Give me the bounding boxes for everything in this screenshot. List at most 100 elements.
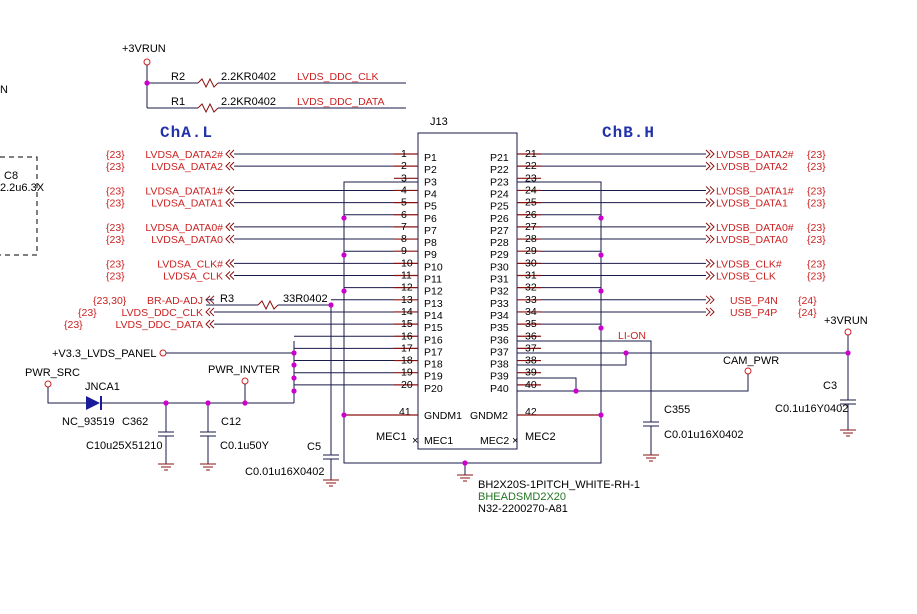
offpage-arrow-icon [705,149,711,159]
pin-name: P20 [424,383,443,395]
gndm2-name: GNDM2 [470,410,508,422]
offpage-arrow-icon [209,307,215,317]
junction-dots [144,80,851,466]
pin-number: 36 [525,330,537,342]
pin-name: P11 [424,274,442,286]
net-name: LVDSA_DATA1 [151,198,223,210]
edge-c8-value: 2.2u6.3X [0,182,45,194]
connector-footprint: BHEADSMD2X20 [478,491,566,503]
pin-number: 22 [525,160,537,172]
pin-number: 18 [401,355,413,367]
c355-value: C0.01u16X0402 [664,429,744,441]
pin-number: 10 [401,257,413,269]
c5-value: C0.01u16X0402 [245,466,325,478]
net-p31: LVDSB_CLK{23} [541,271,826,283]
pin-name: P31 [490,274,509,286]
net-ref: {24} [798,295,817,307]
pin-name: P1 [424,152,437,164]
net-ref: {23} [106,198,125,210]
net-ref: {23} [807,198,826,210]
ground-icon [457,474,473,482]
pin-name: P35 [490,322,509,334]
net-p21: LVDSB_DATA2#{23} [541,149,826,161]
net-ref: {23} [807,149,826,161]
pwr-src-port-icon [44,380,52,388]
pin-number: 5 [401,197,407,209]
junction-dot [291,362,297,368]
left-net-group: LVDSA_DATA2#{23}LVDSA_DATA2{23}LVDSA_DAT… [64,149,394,386]
pin-number: 35 [525,318,537,330]
pin-number: 29 [525,245,537,257]
net-ref: {23} [106,185,125,197]
li-on-label: LI-ON [618,330,646,342]
pin-name: P4 [424,188,437,200]
pin-name: P12 [424,286,443,298]
pin-name: P39 [490,371,509,383]
pin-number: 8 [401,233,407,245]
pin-number: 12 [401,282,413,294]
junction-dot [598,325,604,331]
net-ref: {23} [106,258,125,270]
pin-number: 3 [401,172,407,184]
net-p25: LVDSB_DATA1{23} [541,198,826,210]
net-ref: {24} [798,307,817,319]
junction-dot [598,412,604,418]
pin-name: P22 [490,164,509,176]
pin-number: 13 [401,294,413,306]
net-p34: USB_P4P{24} [541,307,817,319]
pin-name: P34 [490,310,509,322]
offpage-arrow-icon [705,307,711,317]
net-ref: {23} [106,161,125,173]
mec2-outer: MEC2 [525,431,556,443]
pwr-src-label: PWR_SRC [25,367,80,379]
net-ref: {23,30} [93,295,127,307]
mec1-nc-mark: × [412,435,418,447]
pin-name: P13 [424,298,443,310]
pin-name: P24 [490,188,509,200]
pin-name: P26 [490,213,509,225]
pin-name: P16 [424,334,443,346]
net-name: LVDS_DDC_CLK [121,307,203,319]
pin-number: 30 [525,257,537,269]
c355-ref: C355 [664,404,690,416]
ground-icon [840,429,856,437]
resistor-r1-icon [197,102,219,114]
offpage-arrow-icon [705,161,711,171]
junction-dot [205,400,211,406]
net-ref: {23} [807,234,826,246]
pin-number: 7 [401,221,407,233]
pin-name: P2 [424,164,437,176]
junction-dot [328,302,334,308]
pin-name: P5 [424,201,437,213]
net-ref: {23} [106,234,125,246]
net-ref: {23} [807,271,826,283]
c3-value: C0.1u16Y0402 [775,403,848,415]
rail-right-label: +3VRUN [824,315,868,327]
offpage-arrow-icon [229,186,235,195]
panel-power-port-icon [159,349,167,357]
offpage-arrow-icon [705,186,711,195]
right-power-wiring: LI-ON C355 C0.01u16X0402 +3VRUN C3 C0.1u… [517,315,868,455]
pin-number: 11 [401,270,412,282]
ground-icon [158,463,174,471]
pin-number: 32 [525,282,537,294]
connector-pn: N32-2200270-A81 [478,503,568,515]
net-p1: LVDSA_DATA2#{23} [106,149,394,161]
pin-number: 39 [525,367,537,379]
pin-name: P14 [424,310,443,322]
pin-number: 25 [525,197,537,209]
pin-number: 21 [525,148,537,160]
edge-fragment-top: N [0,84,8,96]
net-p27: LVDSB_DATA0#{23} [541,222,826,234]
net-ref: {23} [64,319,83,331]
pin-name: P3 [424,176,437,188]
edge-c8-ref: C8 [4,170,18,182]
r2-ref: R2 [171,71,185,83]
ground-icon [200,463,216,471]
lvds-panel-label: +V3.3_LVDS_PANEL [52,348,156,360]
mec2-inner: MEC2 [480,435,509,447]
r1-value: 2.2KR0402 [221,96,276,108]
net-p14: LVDS_DDC_CLK{23} [78,307,394,319]
net-name: LVDSA_CLK [163,271,223,283]
